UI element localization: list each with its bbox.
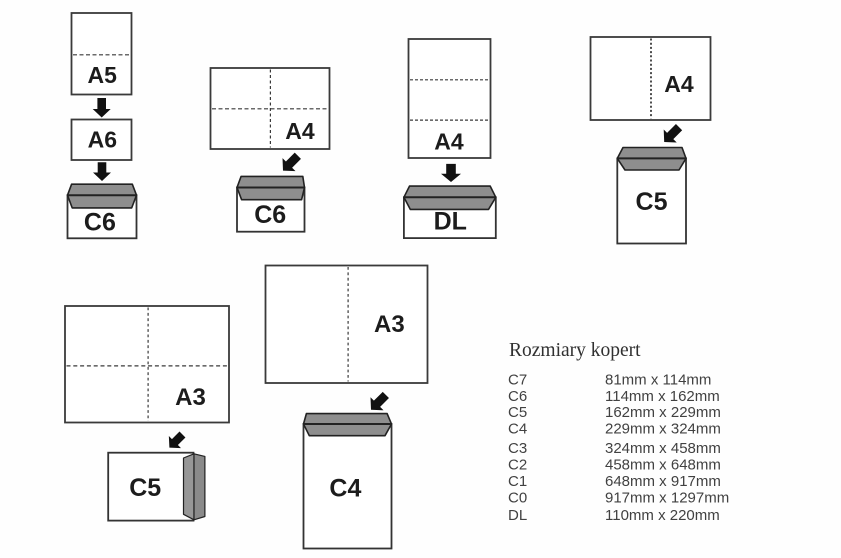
svg-text:81mm x 114mm: 81mm x 114mm: [605, 371, 711, 388]
svg-text:DL: DL: [508, 507, 527, 524]
svg-text:C4: C4: [329, 475, 361, 503]
svg-text:324mm x 458mm: 324mm x 458mm: [605, 440, 721, 457]
svg-text:C7: C7: [508, 371, 527, 388]
svg-text:C3: C3: [508, 440, 527, 457]
svg-text:C0: C0: [508, 489, 527, 506]
svg-text:C2: C2: [508, 456, 527, 473]
svg-text:C5: C5: [636, 188, 668, 216]
svg-text:110mm x 220mm: 110mm x 220mm: [605, 507, 720, 524]
svg-text:917mm x 1297mm: 917mm x 1297mm: [605, 489, 729, 506]
svg-text:114mm x 162mm: 114mm x 162mm: [605, 388, 720, 405]
svg-text:A4: A4: [434, 129, 464, 155]
svg-text:229mm x 324mm: 229mm x 324mm: [605, 421, 721, 438]
svg-text:162mm x 229mm: 162mm x 229mm: [605, 404, 721, 421]
svg-text:A4: A4: [285, 118, 315, 144]
svg-text:C5: C5: [129, 474, 161, 502]
svg-text:C6: C6: [84, 209, 116, 237]
svg-text:458mm x 648mm: 458mm x 648mm: [605, 456, 721, 473]
svg-text:Rozmiary kopert: Rozmiary kopert: [509, 340, 641, 361]
svg-text:A3: A3: [175, 384, 206, 411]
svg-text:A4: A4: [664, 71, 694, 97]
svg-text:C5: C5: [508, 404, 527, 421]
svg-text:A5: A5: [87, 62, 117, 88]
svg-text:A3: A3: [374, 311, 405, 338]
svg-text:648mm x 917mm: 648mm x 917mm: [605, 473, 721, 490]
svg-text:C4: C4: [508, 421, 527, 438]
svg-text:A6: A6: [88, 127, 117, 153]
svg-text:C6: C6: [508, 388, 527, 405]
svg-text:C6: C6: [254, 201, 286, 229]
svg-text:DL: DL: [434, 208, 467, 236]
svg-text:C1: C1: [508, 473, 527, 490]
